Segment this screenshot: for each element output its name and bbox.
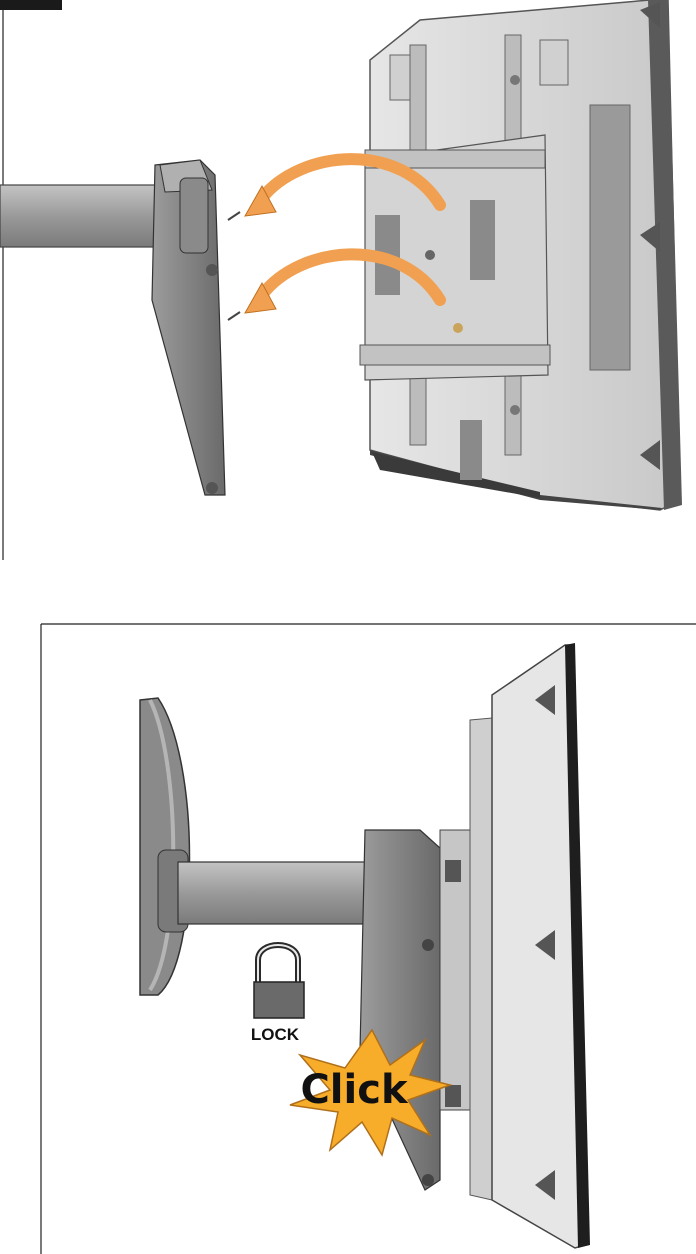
tv-bracket (359, 829, 471, 1191)
swing-arm (0, 159, 241, 496)
step2-frame (40, 623, 696, 1254)
page-corner-tab (0, 0, 62, 10)
tv-back-panel (359, 0, 682, 511)
step1-illustration (0, 0, 682, 511)
hang-direction-arrows (244, 153, 446, 314)
wall-plate (139, 697, 191, 996)
tv-side-view (469, 643, 590, 1249)
click-label: Click (300, 1067, 408, 1113)
step2-illustration: LOCK Click (139, 643, 590, 1249)
lock-icon (253, 942, 305, 1019)
lock-label: LOCK (251, 1025, 300, 1044)
click-starburst (289, 1028, 453, 1157)
